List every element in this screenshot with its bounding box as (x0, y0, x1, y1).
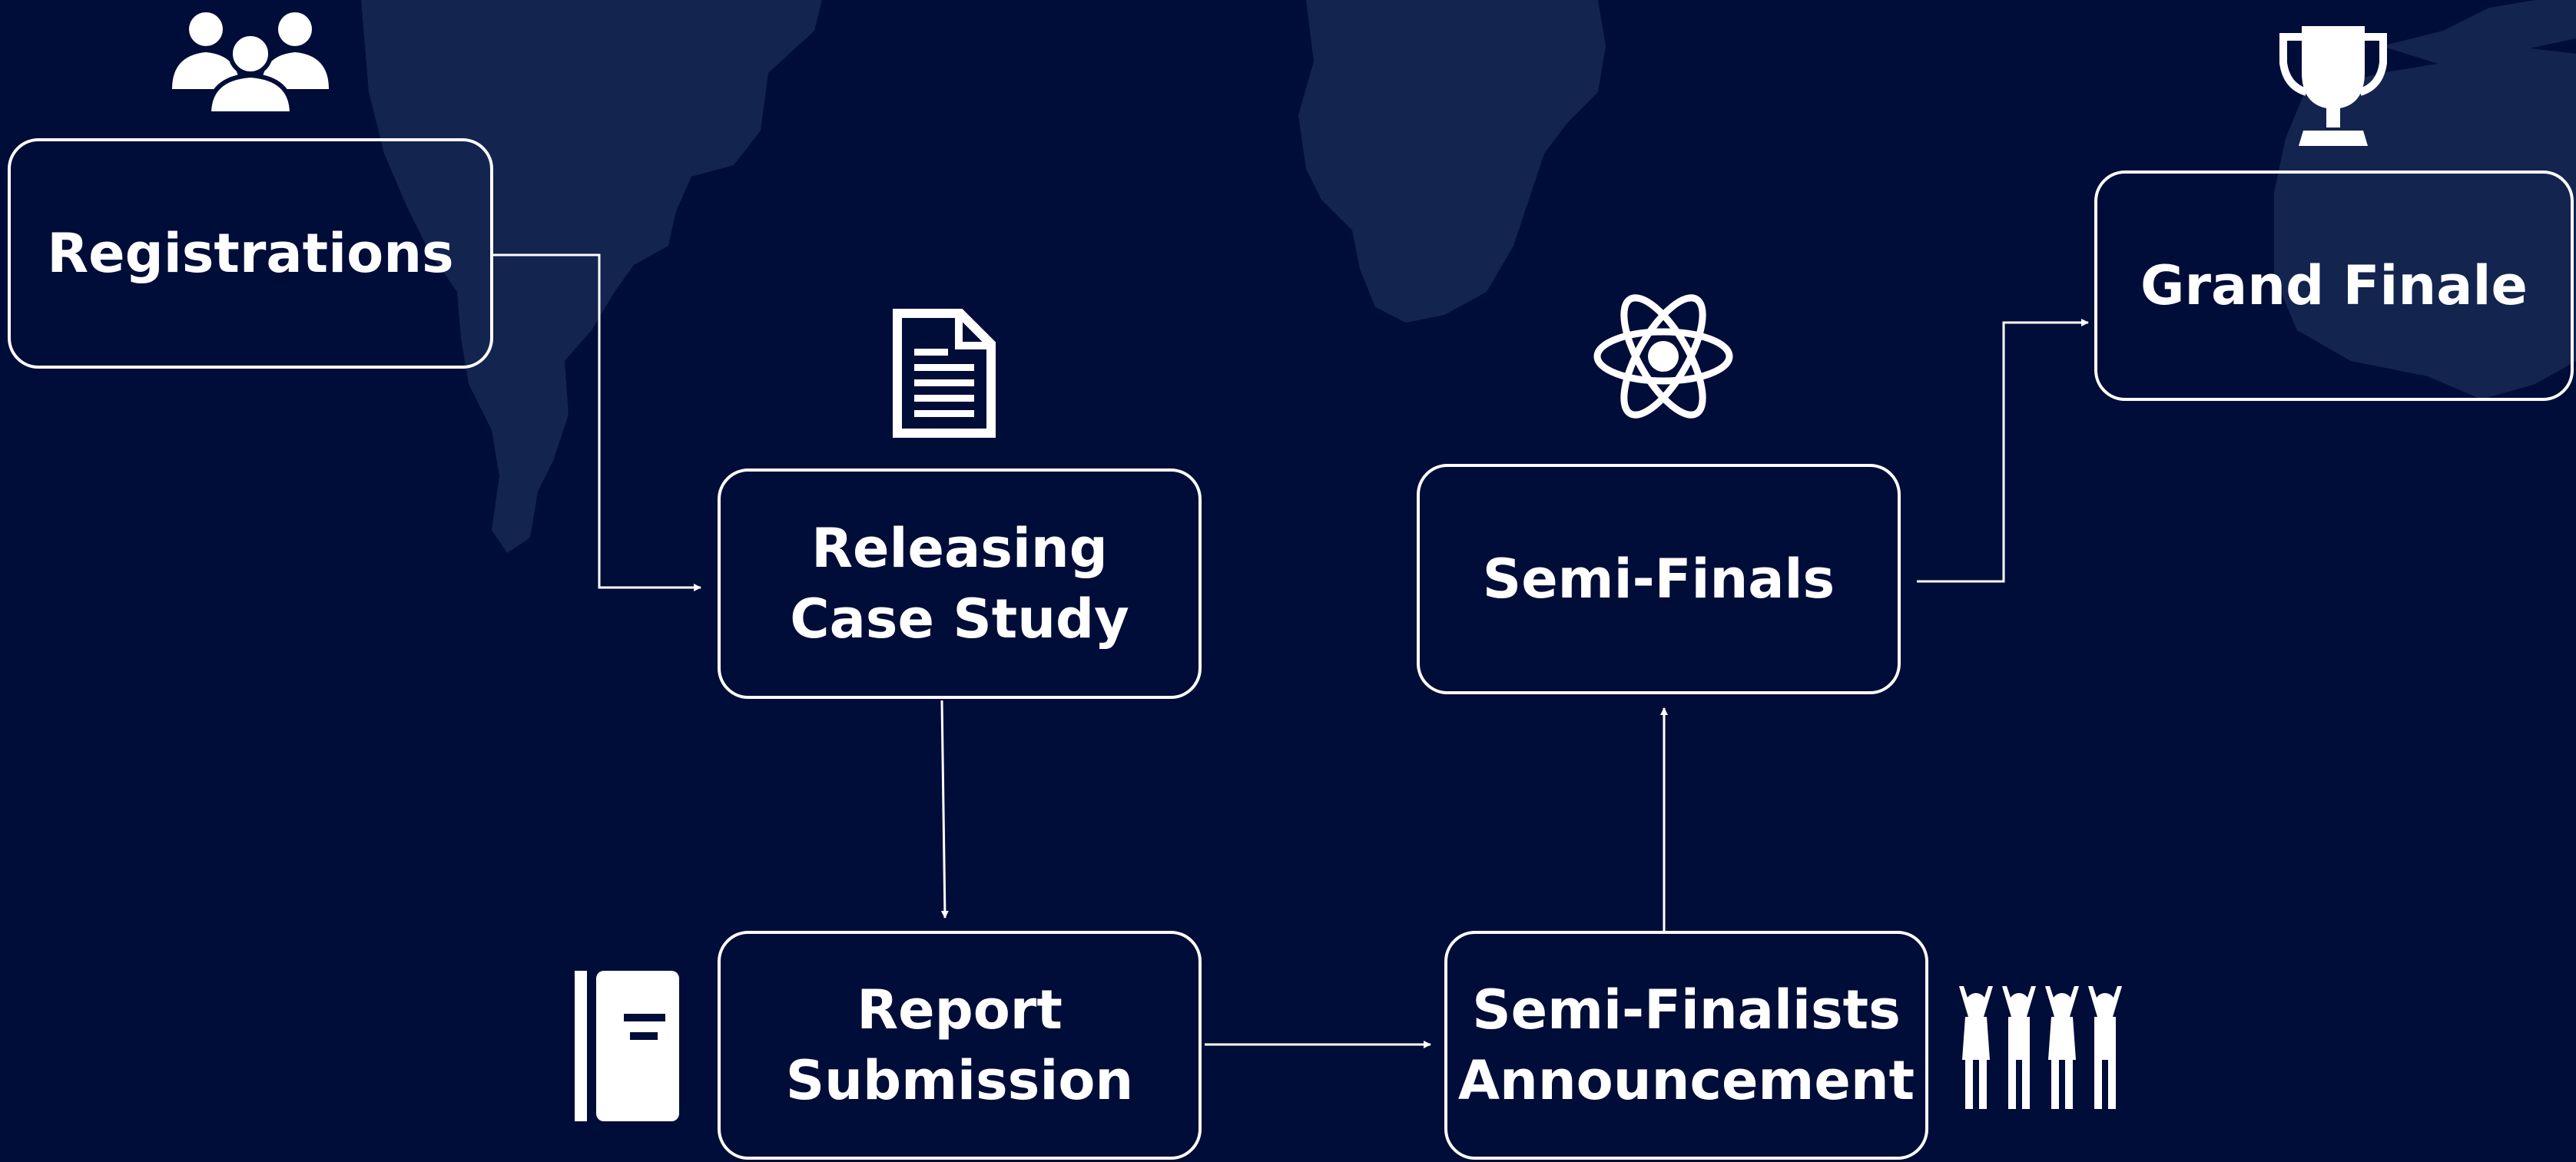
trophy-icon (2276, 23, 2391, 149)
stage-registrations: Registrations (8, 138, 493, 369)
stage-grand-finale-label: Grand Finale (2140, 254, 2528, 317)
map-landmass-islands (2382, 0, 2576, 65)
stage-grand-finale: Grand Finale (2094, 170, 2574, 401)
stage-semi-finals: Semi-Finals (1417, 464, 1901, 694)
stage-releasing-case-study: Releasing Case Study (718, 468, 1202, 699)
document-icon (893, 309, 996, 438)
stage-report-submission-label-line-2: Submission (785, 1049, 1134, 1112)
cheering-people-icon (1954, 986, 2127, 1109)
atom-icon (1590, 280, 1736, 433)
stage-semi-finalists-announcement: Semi-Finalists Announcement (1444, 931, 1928, 1160)
map-landmass-africa (1298, 0, 1606, 323)
stage-report-submission-label-line-1: Report (857, 978, 1063, 1041)
stage-registrations-label: Registrations (47, 222, 454, 285)
stage-semi-finalists-announcement-label-line-1: Semi-Finalists (1472, 978, 1901, 1041)
people-group-icon (169, 6, 332, 114)
stage-report-submission: Report Submission (718, 931, 1202, 1160)
stage-releasing-case-study-label-line-2: Case Study (790, 588, 1129, 651)
connector-registrations-to-case-study (493, 253, 701, 591)
connector-case-study-to-report (940, 700, 949, 919)
stage-semi-finalists-announcement-label-line-2: Announcement (1457, 1049, 1915, 1112)
connector-semi-finals-to-grand-finale (1917, 319, 2089, 583)
map-landmass-americas (361, 0, 822, 553)
stage-semi-finals-label: Semi-Finals (1482, 548, 1835, 611)
notebook-icon (575, 971, 679, 1121)
stage-releasing-case-study-label-line-1: Releasing (811, 517, 1108, 580)
